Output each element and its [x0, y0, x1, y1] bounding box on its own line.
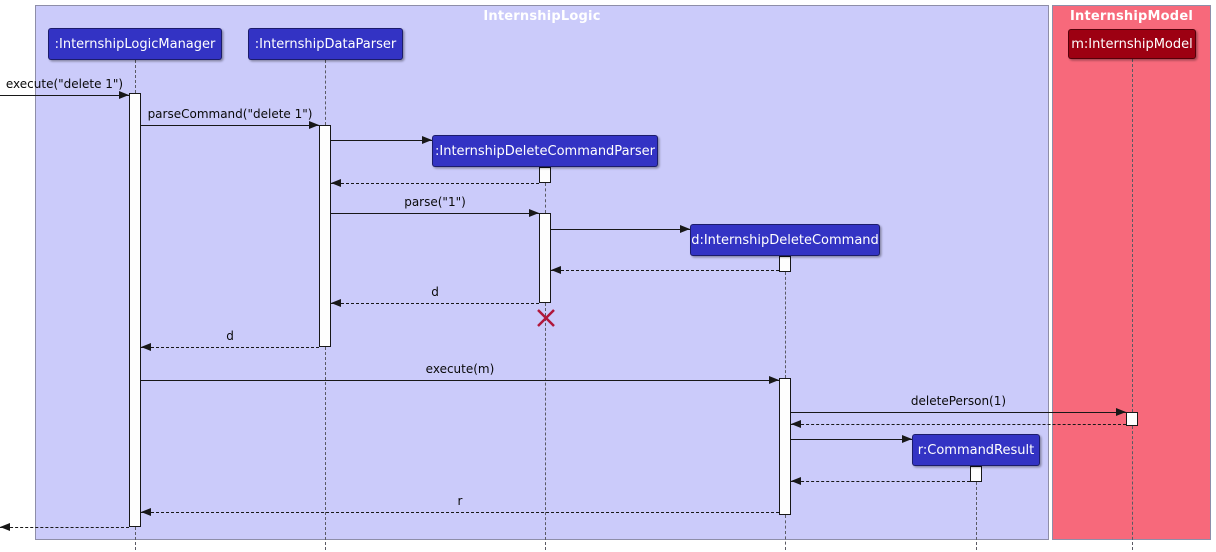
lifeline	[134, 527, 136, 550]
arrowhead-icon	[141, 508, 151, 516]
message-label: parseCommand("delete 1")	[147, 107, 313, 121]
message-label: deletePerson(1)	[910, 394, 1007, 408]
activation-bar	[539, 213, 551, 303]
lifeline	[1131, 59, 1133, 412]
return-message-line	[141, 347, 319, 348]
arrowhead-icon	[680, 225, 690, 233]
message-line	[331, 140, 432, 141]
participant-box-internshipdataparser: :InternshipDataParser	[248, 28, 403, 60]
activation-bar	[319, 125, 331, 347]
activation-bar	[129, 93, 141, 527]
arrowhead-icon	[1116, 408, 1126, 416]
destroy-x-icon	[536, 308, 556, 328]
arrowhead-icon	[902, 435, 912, 443]
return-message-line	[551, 270, 779, 271]
frame-title: InternshipModel	[1070, 9, 1193, 24]
arrowhead-icon	[791, 477, 801, 485]
lifeline	[544, 303, 546, 550]
message-line	[141, 380, 779, 381]
lifeline	[1131, 426, 1133, 550]
participant-box-r-commandresult: r:CommandResult	[912, 434, 1040, 466]
activation-bar	[970, 466, 982, 482]
arrowhead-icon	[119, 91, 129, 99]
message-line	[0, 95, 129, 96]
lifeline	[784, 272, 786, 378]
return-message-line	[331, 183, 539, 184]
message-line	[791, 412, 1126, 413]
message-label: parse("1")	[404, 195, 466, 209]
arrowhead-icon	[309, 121, 319, 129]
arrowhead-icon	[141, 343, 151, 351]
lifeline	[324, 347, 326, 550]
arrowhead-icon	[769, 376, 779, 384]
arrowhead-icon	[331, 299, 341, 307]
return-message-line	[0, 527, 129, 528]
arrowhead-icon	[551, 266, 561, 274]
return-message-line	[791, 424, 1126, 425]
activation-bar	[779, 256, 791, 272]
message-label: execute("delete 1")	[5, 77, 124, 91]
participant-box-m-internshipmodel: m:InternshipModel	[1068, 29, 1196, 59]
arrowhead-icon	[791, 420, 801, 428]
message-line	[551, 229, 690, 230]
message-line	[141, 125, 319, 126]
activation-bar	[779, 378, 791, 515]
activation-bar	[539, 167, 551, 183]
arrowhead-icon	[422, 136, 432, 144]
message-label: d	[226, 329, 234, 343]
message-line	[791, 439, 912, 440]
message-label: execute(m)	[425, 362, 495, 376]
lifeline	[975, 482, 977, 550]
arrowhead-icon	[529, 209, 539, 217]
lifeline	[544, 183, 546, 213]
participant-box-internshipdeletecommandparser: :InternshipDeleteCommandParser	[432, 135, 658, 167]
return-message-line	[141, 512, 779, 513]
return-message-line	[331, 303, 539, 304]
return-message-line	[791, 481, 970, 482]
lifeline	[324, 60, 326, 125]
participant-box-internshiplogicmanager: :InternshipLogicManager	[48, 28, 222, 60]
message-label: d	[431, 285, 439, 299]
frame-title: InternshipLogic	[483, 9, 601, 24]
lifeline	[134, 60, 136, 93]
participant-box-d-internshipdeletecommand: d:InternshipDeleteCommand	[690, 224, 880, 256]
message-label: r	[457, 494, 463, 508]
activation-bar	[1126, 412, 1138, 426]
arrowhead-icon	[331, 179, 341, 187]
arrowhead-icon	[0, 523, 10, 531]
message-line	[331, 213, 539, 214]
lifeline	[784, 515, 786, 550]
